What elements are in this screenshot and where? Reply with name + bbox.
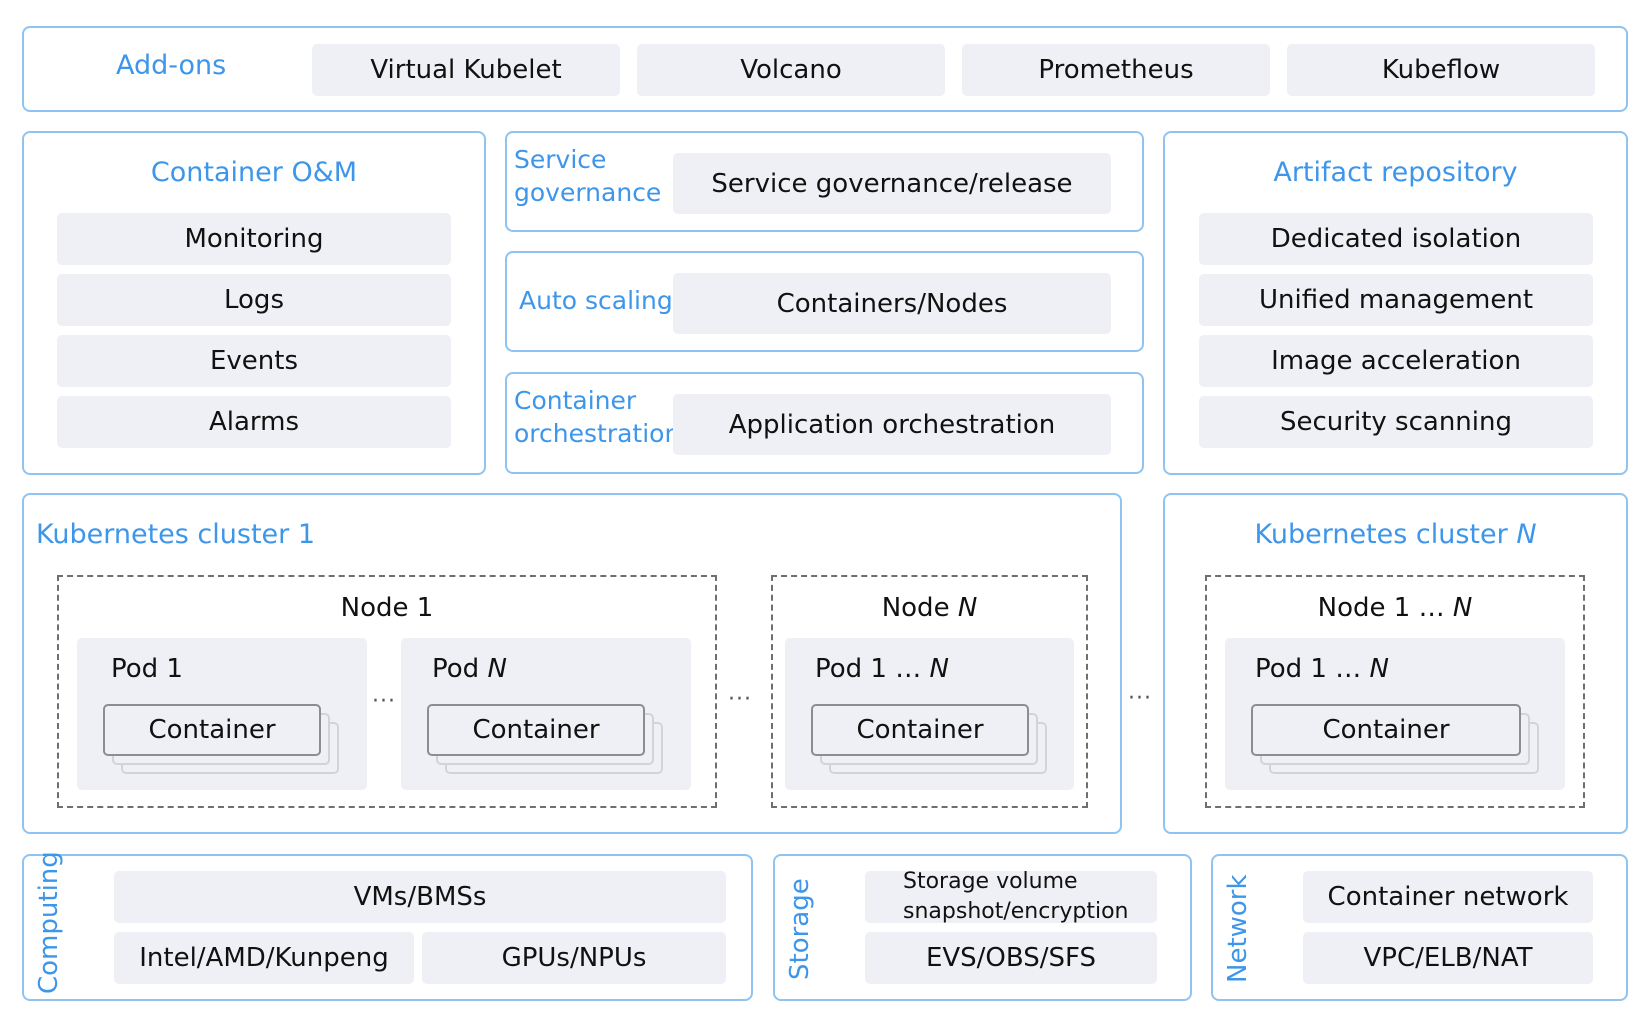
storage-label: Storage: [785, 878, 815, 980]
cluster-ellipsis: ···: [1128, 686, 1152, 711]
service-governance-label-line1: Service: [514, 145, 607, 174]
storage-evs-obs-sfs: EVS/OBS/SFS: [865, 932, 1157, 984]
kubernetes-cluster-n-title: Kubernetes cluster N: [1165, 519, 1626, 550]
node-n-title-prefix: Node: [881, 593, 958, 623]
pod-1-to-n-title: Pod 1 … N: [1255, 654, 1389, 684]
service-governance-label: Service governance: [514, 143, 661, 209]
network-panel: Network Container network VPC/ELB/NAT: [1211, 854, 1628, 1001]
container-box: Container: [811, 704, 1029, 756]
artifact-repository-title: Artifact repository: [1273, 157, 1518, 188]
om-events: Events: [57, 335, 451, 387]
node-ellipsis: ···: [728, 687, 752, 712]
container-box: Container: [427, 704, 645, 756]
container-box: Container: [1251, 704, 1521, 756]
network-container-network: Container network: [1303, 871, 1593, 923]
addons-panel: Add-ons Virtual Kubelet Volcano Promethe…: [22, 26, 1628, 112]
service-governance-release: Service governance/release: [673, 153, 1111, 214]
kubernetes-cluster-1-title: Kubernetes cluster 1: [36, 519, 316, 550]
container-orchestration-label: Container orchestration: [514, 384, 680, 450]
network-vpc-elb-nat: VPC/ELB/NAT: [1303, 932, 1593, 984]
artifact-security-scanning: Security scanning: [1199, 396, 1593, 448]
pod-ellipsis: ···: [372, 689, 396, 714]
kubernetes-cluster-1-panel: Kubernetes cluster 1 Node 1 Pod 1 Contai…: [22, 493, 1122, 834]
addon-virtual-kubelet: Virtual Kubelet: [312, 44, 620, 96]
addons-label: Add-ons: [116, 50, 227, 81]
service-governance-panel: Service governance Service governance/re…: [505, 131, 1144, 232]
computing-panel: Computing VMs/BMSs Intel/AMD/Kunpeng GPU…: [22, 851, 753, 1001]
storage-item-line1: Storage volume: [903, 869, 1078, 894]
addon-kubeflow: Kubeflow: [1287, 44, 1595, 96]
auto-scaling-label: Auto scaling: [519, 286, 673, 315]
pod-n-title: Pod N: [432, 654, 507, 684]
pod-1-title: Pod 1: [111, 654, 183, 684]
container-orchestration-label-line2: orchestration: [514, 419, 681, 448]
node-1-to-n: Node 1 … N Pod 1 … N Container: [1205, 575, 1585, 808]
pod-1-to-n-title: Pod 1 … N: [815, 654, 949, 684]
artifact-dedicated-isolation: Dedicated isolation: [1199, 213, 1593, 265]
computing-label: Computing: [34, 851, 64, 994]
pod-1-to-n: Pod 1 … N Container: [785, 638, 1074, 790]
computing-vms-bmss: VMs/BMSs: [114, 871, 726, 923]
addon-volcano: Volcano: [637, 44, 945, 96]
om-logs: Logs: [57, 274, 451, 326]
storage-volume-snapshot-encryption: Storage volume snapshot/encryption: [865, 869, 1157, 924]
container-box: Container: [103, 704, 321, 756]
auto-scaling-panel: Auto scaling Containers/Nodes: [505, 251, 1144, 352]
cluster-n-title-prefix: Kubernetes cluster: [1254, 519, 1517, 550]
node-n-title-var: N: [957, 593, 978, 623]
addon-prometheus: Prometheus: [962, 44, 1270, 96]
kubernetes-cluster-n-panel: Kubernetes cluster N Node 1 … N Pod 1 … …: [1163, 493, 1628, 834]
pod-1-to-n: Pod 1 … N Container: [1225, 638, 1565, 790]
cluster-n-title-var: N: [1516, 519, 1537, 550]
artifact-image-acceleration: Image acceleration: [1199, 335, 1593, 387]
pod-title-prefix: Pod 1 …: [1255, 654, 1370, 684]
node-n: Node N Pod 1 … N Container: [771, 575, 1088, 808]
pod-1: Pod 1 Container: [77, 638, 367, 790]
computing-gpus-npus: GPUs/NPUs: [422, 932, 726, 984]
pod-n-title-prefix: Pod: [432, 654, 488, 684]
om-alarms: Alarms: [57, 396, 451, 448]
container-orchestration-panel: Container orchestration Application orch…: [505, 372, 1144, 474]
pod-title-prefix: Pod 1 …: [815, 654, 930, 684]
node-title-var: N: [1452, 593, 1473, 623]
om-monitoring: Monitoring: [57, 213, 451, 265]
node-1: Node 1 Pod 1 Container ··· Pod N Contain…: [57, 575, 717, 808]
pod-n: Pod N Container: [401, 638, 691, 790]
node-1-title: Node 1: [340, 593, 434, 623]
storage-panel: Storage Storage volume snapshot/encrypti…: [773, 854, 1192, 1001]
node-1-to-n-title: Node 1 … N: [1207, 593, 1583, 623]
node-title-prefix: Node 1 …: [1317, 593, 1453, 623]
storage-item-line2: snapshot/encryption: [903, 899, 1129, 924]
node-n-title: Node N: [773, 593, 1086, 623]
application-orchestration: Application orchestration: [673, 394, 1111, 455]
network-label: Network: [1223, 874, 1253, 984]
computing-intel-amd-kunpeng: Intel/AMD/Kunpeng: [114, 932, 414, 984]
container-om-panel: Container O&M Monitoring Logs Events Ala…: [22, 131, 486, 475]
container-orchestration-label-line1: Container: [514, 386, 637, 415]
pod-title-var: N: [1369, 654, 1389, 684]
pod-n-title-var: N: [487, 654, 507, 684]
auto-scaling-containers-nodes: Containers/Nodes: [673, 273, 1111, 334]
artifact-repository-panel: Artifact repository Dedicated isolation …: [1163, 131, 1628, 475]
service-governance-label-line2: governance: [514, 178, 662, 207]
artifact-unified-management: Unified management: [1199, 274, 1593, 326]
container-om-title: Container O&M: [150, 157, 358, 188]
pod-title-var: N: [929, 654, 949, 684]
